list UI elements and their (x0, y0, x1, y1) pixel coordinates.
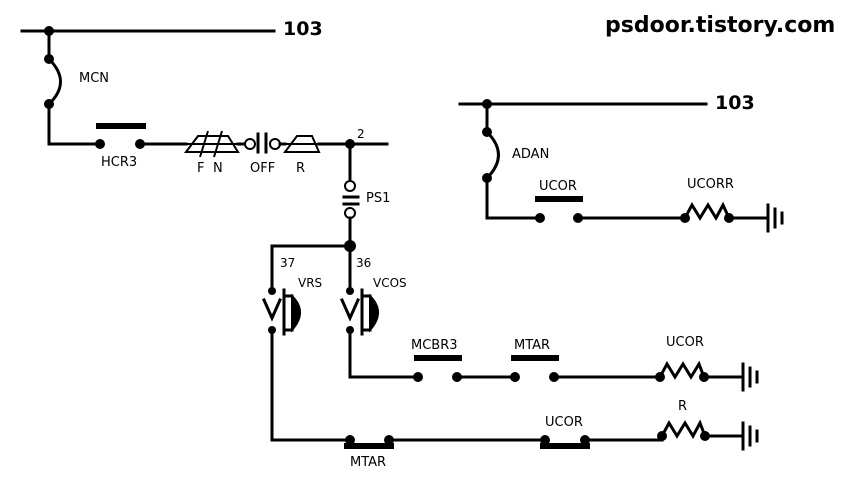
ps1-label: PS1 (366, 191, 390, 206)
ucor-contact-right: UCOR (535, 179, 583, 223)
vrs-label: VRS (298, 276, 322, 290)
mcn-contact: MCN (44, 29, 109, 146)
node-2: 2 (345, 127, 365, 149)
ucor-contact-right-label: UCOR (539, 179, 577, 194)
fn-switch: F N (184, 130, 240, 176)
adan-label: ADAN (512, 147, 549, 162)
right-bus-label: 103 (715, 92, 755, 114)
off-switch: OFF (244, 132, 281, 176)
mtar-upper-label: MTAR (514, 338, 550, 353)
vrs-valve: VRS (262, 276, 322, 442)
ucor-contact-lower: UCOR (540, 415, 590, 449)
node-37-label: 37 (280, 256, 295, 270)
ucor-coil-upper-label: UCOR (666, 335, 704, 350)
node-2-label: 2 (357, 127, 365, 141)
adan-contact: ADAN (482, 102, 549, 220)
ucor-contact-lower-label: UCOR (545, 415, 583, 430)
left-bus-label: 103 (283, 18, 323, 40)
fn-label-n: N (213, 161, 223, 176)
mtar-lower-label: MTAR (350, 455, 386, 470)
ground-symbol-upper (741, 362, 759, 392)
mcbr3-contact: MCBR3 (411, 338, 462, 382)
hcr3-label: HCR3 (101, 155, 137, 170)
off-label: OFF (250, 161, 275, 176)
mcn-label: MCN (79, 71, 109, 86)
mtar-upper-contact: MTAR (510, 338, 559, 382)
vcos-valve: VCOS (340, 276, 407, 379)
r-coil: R (657, 399, 710, 441)
vcos-label: VCOS (373, 276, 407, 290)
fn-label-f: F (197, 161, 204, 176)
r-switch: R (283, 135, 321, 176)
ucorr-label: UCORR (687, 177, 734, 192)
right-bus-103: 103 (458, 92, 755, 114)
r-coil-label: R (678, 399, 687, 414)
watermark: psdoor.tistory.com (605, 13, 835, 38)
mtar-lower-contact: MTAR (344, 435, 394, 470)
node-36-label: 36 (356, 256, 371, 270)
hcr3-contact: HCR3 (95, 123, 146, 170)
mcbr3-label: MCBR3 (411, 338, 458, 353)
left-bus-103: 103 (20, 18, 323, 40)
split-node: 37 36 (270, 240, 371, 292)
ground-symbol-right (766, 203, 784, 233)
r-switch-label: R (296, 161, 305, 176)
ucorr-coil: UCORR (680, 177, 734, 223)
ucor-coil-upper: UCOR (655, 335, 709, 382)
ground-symbol-lower (741, 421, 759, 451)
ps1-switch: PS1 (342, 142, 390, 249)
